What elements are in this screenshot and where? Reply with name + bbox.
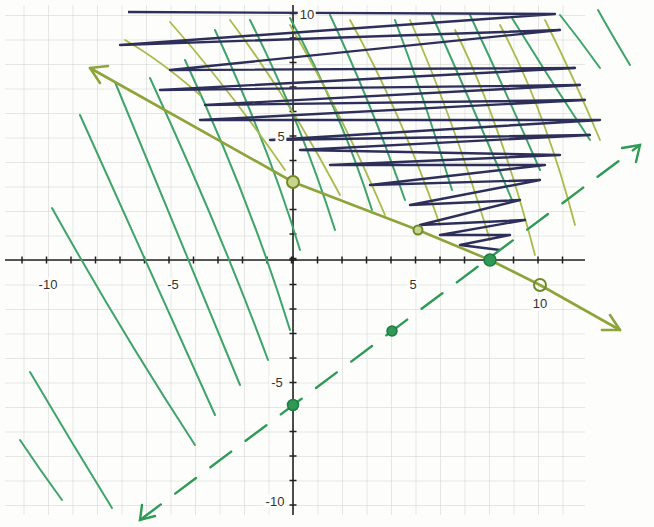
axis-number: 5 bbox=[407, 278, 418, 292]
axis-number: 5 bbox=[275, 130, 286, 144]
grid bbox=[5, 5, 585, 515]
dashed-boundary-line bbox=[140, 145, 640, 520]
overlap-scribble bbox=[120, 12, 600, 250]
green-shading bbox=[20, 10, 630, 508]
axis-number: 10 bbox=[531, 297, 549, 311]
plotted-points bbox=[287, 176, 546, 411]
solid-boundary-line bbox=[90, 66, 620, 330]
axis-number: -5 bbox=[269, 376, 285, 390]
axis-number: -10 bbox=[264, 495, 287, 509]
axis-number: 10 bbox=[298, 8, 316, 22]
axes bbox=[5, 5, 585, 515]
axis-number: -5 bbox=[165, 278, 181, 292]
axis-number: -10 bbox=[37, 278, 60, 292]
